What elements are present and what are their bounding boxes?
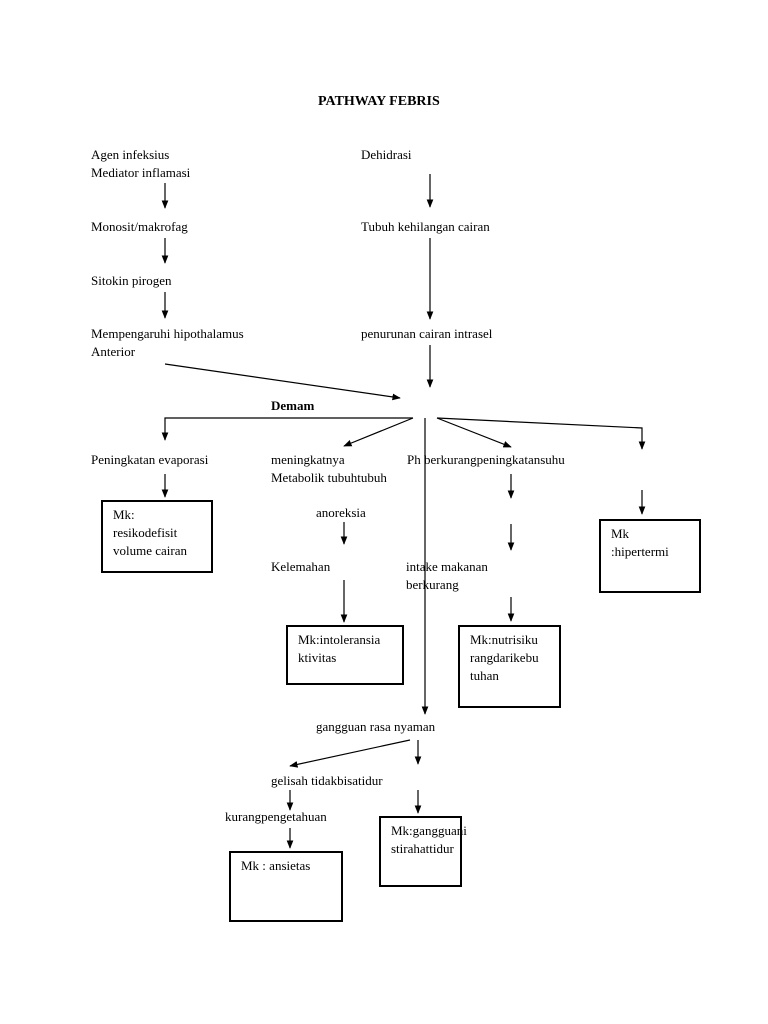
box-line: Mk:nutrisiku [470,632,538,647]
arrow-demam-to-metabolik [343,417,414,447]
box-mk-hipertermi: Mk :hipertermi [599,519,701,593]
node-hipothalamus-line1: Mempengaruhi hipothalamus [91,326,244,341]
box-mk-ansietas: Mk : ansietas [229,851,343,922]
arrow-demam-to-ph [436,417,512,448]
node-demam: Demam [271,398,315,413]
box-line: volume cairan [113,543,187,558]
node-agen-infeksius: Agen infeksius [91,147,170,162]
box-line: ktivitas [298,650,337,665]
box-line: tuhan [470,668,499,683]
page-title: PATHWAY FEBRIS [318,94,440,109]
box-line: :hipertermi [611,544,669,559]
box-mk-nutrisi: Mk:nutrisiku rangdarikebu tuhan [458,625,561,708]
box-line: resikodefisit [113,525,178,540]
arrow-gangguan-to-gelisah [289,739,411,768]
node-anoreksia: anoreksia [316,505,366,520]
box-line: Mk:gangguani [391,823,467,838]
box-line: Mk:intoleransia [298,632,381,647]
arrow-hipothalamus-to-demam [164,363,401,401]
node-evaporasi: Peningkatan evaporasi [91,452,209,467]
box-line: rangdarikebu [470,650,539,665]
node-monosit: Monosit/makrofag [91,219,188,234]
box-line: stirahattidur [391,841,454,856]
node-dehidrasi: Dehidrasi [361,147,412,162]
node-sitokin: Sitokin pirogen [91,273,172,288]
node-gelisah: gelisah tidakbisatidur [271,773,383,788]
box-line: Mk : ansietas [241,858,311,873]
node-hipothalamus-line2: Anterior [91,344,136,359]
arrow-demam-to-evaporasi [161,417,413,441]
node-metabolik-line1: meningkatnya [271,452,345,467]
node-intake-line1: intake makanan [406,559,488,574]
node-kelemahan: Kelemahan [271,559,331,574]
node-penurunan-cairan: penurunan cairan intrasel [361,326,493,341]
node-intake-line2: berkurang [406,577,459,592]
node-mediator-inflamasi: Mediator inflamasi [91,165,191,180]
box-mk-intoleransi-aktivitas: Mk:intoleransia ktivitas [286,625,404,685]
node-kurang-pengetahuan: kurangpengetahuan [225,809,327,824]
box-mk-resiko-defisit-cairan: Mk: resikodefisit volume cairan [101,500,213,573]
node-ph: Ph berkurangpeningkatansuhu [407,452,565,467]
box-line: Mk: [113,507,135,522]
box-line: Mk [611,526,630,541]
arrow-demam-to-hipertermi [436,417,646,450]
node-kehilangan-cairan: Tubuh kehilangan cairan [361,219,490,234]
node-gangguan-rasa-nyaman: gangguan rasa nyaman [316,719,436,734]
node-metabolik-line2: Metabolik tubuhtubuh [271,470,387,485]
box-mk-gangguan-istirahat-tidur: Mk:gangguani stirahattidur [379,816,467,887]
